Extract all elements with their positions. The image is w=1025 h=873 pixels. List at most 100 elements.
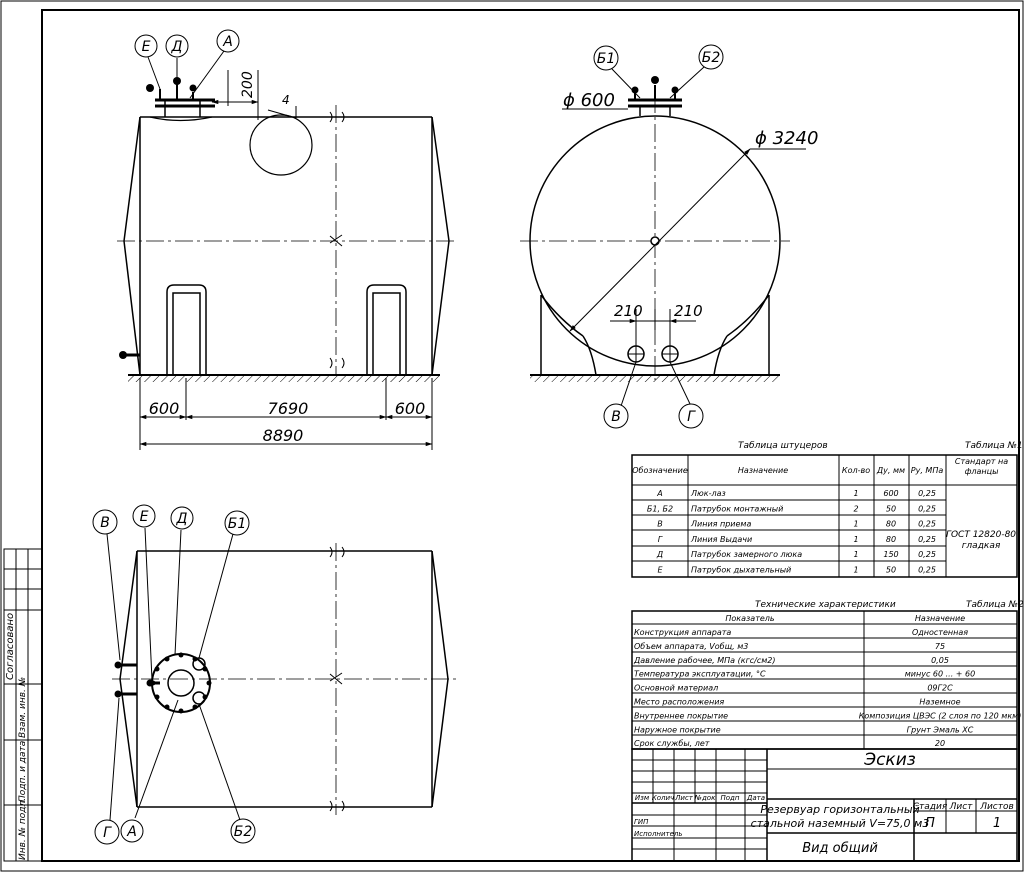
nozzle-cell: Патрубок замерного люка [691,550,802,559]
dim-7690: 7690 [268,399,309,418]
nozzle-cell: В [657,520,663,529]
nozzle-table-title: Таблица штуцеров [738,441,828,451]
callout-E-plan: Е [140,509,149,525]
callout-D-side: Д [171,39,183,55]
callout-E-side: Е [142,39,151,55]
head-left [123,116,141,376]
tb-col-2: Лист [674,794,694,802]
dim-210-right: 210 [674,302,703,320]
nozzle-cell: 1 [853,520,858,529]
nozzle-cell: А [656,489,662,498]
tb-col-4: Подп [721,794,740,802]
nozzle-cell: 1 [853,566,858,575]
stamp-sign-date: Подп. и дата [18,741,28,802]
tech-param-cell: Внутреннее покрытие [634,711,728,720]
callout-B1-end: Б1 [597,51,616,67]
nozzle-cell: 0,25 [918,520,936,529]
tb-sheets: 1 [993,816,1001,831]
callout-V-plan: В [100,515,110,531]
tb-name-line2: стальной наземный V=75,0 м3 [751,817,930,830]
dim-phi-3240: ϕ 3240 [755,128,818,149]
tech-value-cell: 0,05 [931,656,949,665]
plan-flange-bolts [114,652,212,714]
tb-stage: П [925,816,935,831]
dim-600-left: 600 [149,399,180,418]
nozzle-header-5: Стандарт на фланцы [955,457,1008,476]
tb-col-5: Дата [746,794,765,802]
nozzle-cell: 0,25 [918,566,936,575]
tech-value-cell: Грунт Эмаль ХС [907,725,974,734]
dim-8890: 8890 [263,426,304,445]
tech-param-cell: Конструкция аппарата [634,628,731,637]
flange-standard-1: ГОСТ 12820-80 [946,530,1016,540]
callout-B2-plan: Б2 [234,824,253,840]
dim-phi-600: ϕ 600 [563,90,615,111]
tech-value-cell: минус 60 ... + 60 [905,670,975,679]
head-right [431,116,450,376]
tech-value-cell: Композиция ЦВЭС (2 слоя по 120 мкм) [859,711,1022,720]
tb-sheets-label: Листов [979,802,1014,812]
tb-role-executor: Исполнитель [634,830,683,838]
nozzle-cell: 150 [883,550,898,559]
tb-view: Вид общий [802,841,878,856]
nozzle-cell: Б1, Б2 [647,504,673,513]
tech-value-cell: 09Г2С [927,684,953,693]
plan-view-leaders [106,527,241,821]
tb-sketch: Эскиз [863,750,916,770]
nozzle-cell: 1 [853,489,858,498]
nozzle-table-grid [631,454,1018,578]
tech-header-0: Показатель [725,614,774,623]
left-stamp [3,548,43,862]
dim-600-right: 600 [395,399,426,418]
tech-param-cell: Давление рабочее, МПа (кгс/см2) [633,656,776,665]
tb-name-line1: Резервуар горизонтальный [760,803,919,816]
callout-B2-end: Б2 [702,50,721,66]
nozzle-cell: 1 [853,550,858,559]
nozzle-cell: Патрубок дыхательный [691,566,791,575]
nozzle-cell: 50 [886,504,896,513]
tech-table-grid [631,610,1018,750]
tech-value-cell: Наземное [919,698,960,707]
nozzle-cell: 50 [886,566,896,575]
tb-col-1: Колич [652,794,674,802]
end-view [520,85,790,380]
nozzle-cell: 0,25 [918,535,936,544]
stamp-agreed: Согласовано [5,613,16,680]
tech-value-cell: Одностенная [912,628,968,637]
callout-B1-plan: Б1 [228,516,247,532]
ground-hatch-end [530,376,780,382]
tech-value-cell: 20 [935,739,945,748]
drawing-frame [41,9,1020,862]
side-view-knobs [119,77,197,359]
nozzle-cell: Е [657,566,663,575]
nozzle-header-4: Ру, МПа [911,466,944,475]
nozzle-header-2: Кол-во [842,466,870,475]
ground-hatch-side [128,376,440,382]
plan-view-callouts [92,504,256,845]
side-view-dims [139,378,433,450]
manway-outline [249,114,313,176]
dim-200: 200 [240,71,256,98]
tech-header-1: Назначение [915,614,965,623]
callout-V-end: В [611,409,621,425]
flange-standard-2: гладкая [962,541,1001,551]
nozzle-cell: 80 [886,535,896,544]
tech-table-number: Таблица №2 [966,600,1024,610]
nozzle-cell: Д [656,550,663,559]
dim-210-left: 210 [614,302,643,320]
end-view-callouts [593,44,724,429]
callout-D-plan: Д [176,511,188,527]
tech-param-cell: Срок службы, лет [634,739,710,748]
side-view [117,84,456,376]
tb-col-0: Изм [635,794,650,802]
tb-stage-label: Стадия [913,802,948,812]
callout-G-end: Г [687,409,696,425]
nozzle-cell: 0,25 [918,489,936,498]
callout-A-plan: А [126,824,137,840]
tb-col-3: №док [694,794,716,802]
nozzle-cell: 0,25 [918,504,936,513]
